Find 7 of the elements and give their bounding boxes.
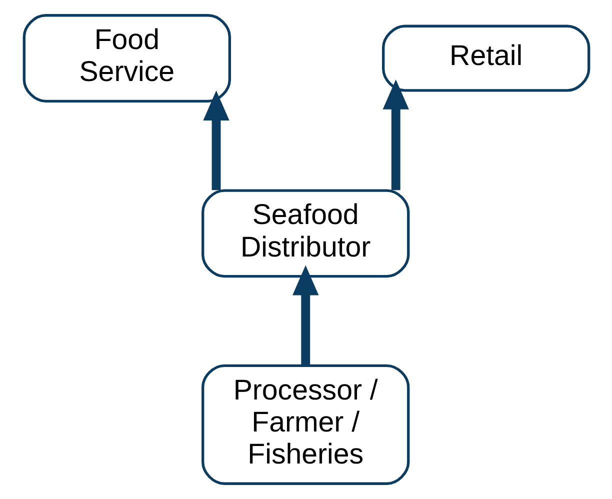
arrow bbox=[292, 265, 318, 366]
node-box: Seafood Distributor bbox=[201, 189, 410, 278]
node-box: Retail bbox=[382, 24, 590, 92]
node-box: Processor / Farmer / Fisheries bbox=[201, 364, 410, 485]
arrow bbox=[202, 90, 229, 190]
arrow bbox=[382, 79, 408, 190]
node-box: Food Service bbox=[22, 14, 230, 103]
